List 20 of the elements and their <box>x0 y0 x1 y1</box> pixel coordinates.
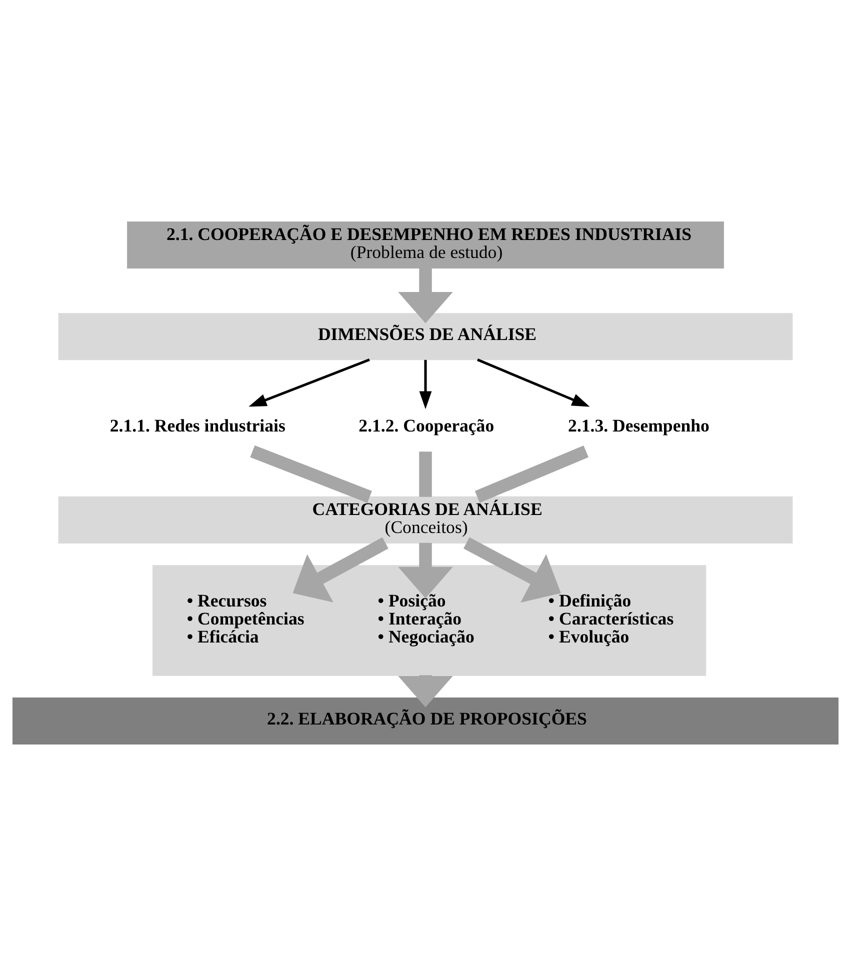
node-box: 2.2. ELABORAÇÃO DE PROPOSIÇÕES <box>12 697 838 745</box>
arrow <box>419 360 432 410</box>
arrow <box>292 537 388 602</box>
node-text: 2.1.3. Desempenho <box>568 416 710 436</box>
connector <box>250 445 372 503</box>
connector <box>474 445 588 503</box>
connector <box>419 452 432 497</box>
arrow <box>248 358 370 407</box>
arrow <box>463 537 561 603</box>
arrow <box>398 268 453 324</box>
node-text: 2.1.1. Redes industriais <box>110 416 286 436</box>
arrow <box>398 542 453 598</box>
node-text: • Posição • Interação • Negociação <box>378 590 474 646</box>
node-box: CATEGORIAS DE ANÁLISE (Conceitos) <box>58 496 793 544</box>
node-box: DIMENSÕES DE ANÁLISE <box>58 313 793 360</box>
node-text: • Definição • Características • Evolução <box>548 590 674 646</box>
arrow <box>477 358 590 407</box>
node-box: 2.1. COOPERAÇÃO E DESEMPENHO EM REDES INDUSTRIAIS (Problema de estudo) <box>127 221 724 269</box>
node-text: • Recursos • Competências • Eficácia <box>186 590 304 646</box>
node-text: 2.1.2. Cooperação <box>358 416 494 436</box>
